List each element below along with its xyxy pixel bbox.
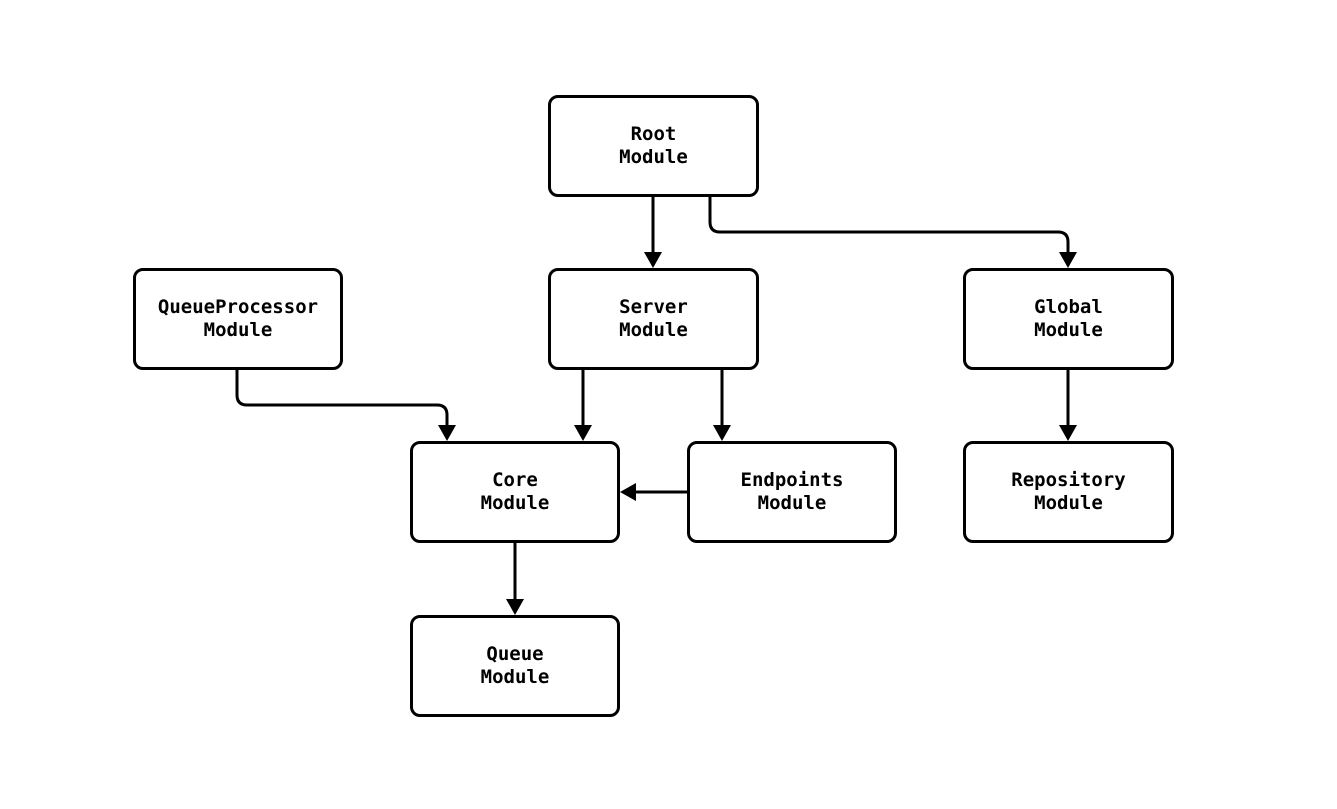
node-queueprocessor[interactable]: QueueProcessor Module <box>133 268 343 370</box>
node-repository-subtitle: Module <box>1034 492 1103 514</box>
node-queueprocessor-title: QueueProcessor <box>157 295 319 318</box>
node-core-title: Core <box>492 468 538 491</box>
arrowhead-endpoints-to-core <box>620 483 636 501</box>
node-endpoints-title: Endpoints <box>740 468 844 491</box>
node-core-subtitle: Module <box>480 492 550 514</box>
node-server[interactable]: Server Module <box>548 268 759 370</box>
node-root-subtitle: Module <box>619 146 688 168</box>
arrowhead-core-to-queue <box>506 599 524 615</box>
node-root[interactable]: Root Module <box>548 95 759 197</box>
node-global-subtitle: Module <box>1034 319 1103 341</box>
node-endpoints[interactable]: Endpoints Module <box>687 441 897 543</box>
node-repository[interactable]: Repository Module <box>963 441 1174 543</box>
node-repository-title: Repository <box>1011 468 1126 491</box>
node-queue[interactable]: Queue Module <box>410 615 620 717</box>
node-server-title: Server <box>619 295 688 318</box>
node-endpoints-subtitle: Module <box>757 492 827 514</box>
node-core[interactable]: Core Module <box>410 441 620 543</box>
arrowhead-server-to-core <box>574 425 592 441</box>
node-global-title: Global <box>1034 295 1103 318</box>
node-queue-title: Queue <box>486 642 544 665</box>
node-queue-subtitle: Module <box>480 666 550 688</box>
node-server-subtitle: Module <box>619 319 688 341</box>
arrowhead-root-to-global <box>1059 252 1077 268</box>
node-global[interactable]: Global Module <box>963 268 1174 370</box>
arrowhead-root-to-server <box>644 252 662 268</box>
arrowhead-global-to-repository <box>1059 425 1077 441</box>
node-root-title: Root <box>630 122 677 145</box>
arrowhead-queueprocessor-to-core <box>438 425 456 441</box>
edge-root-to-global <box>708 197 1070 252</box>
edge-queueprocessor-to-core <box>235 370 449 425</box>
arrowhead-server-to-endpoints <box>713 425 731 441</box>
node-queueprocessor-subtitle: Module <box>203 319 273 341</box>
